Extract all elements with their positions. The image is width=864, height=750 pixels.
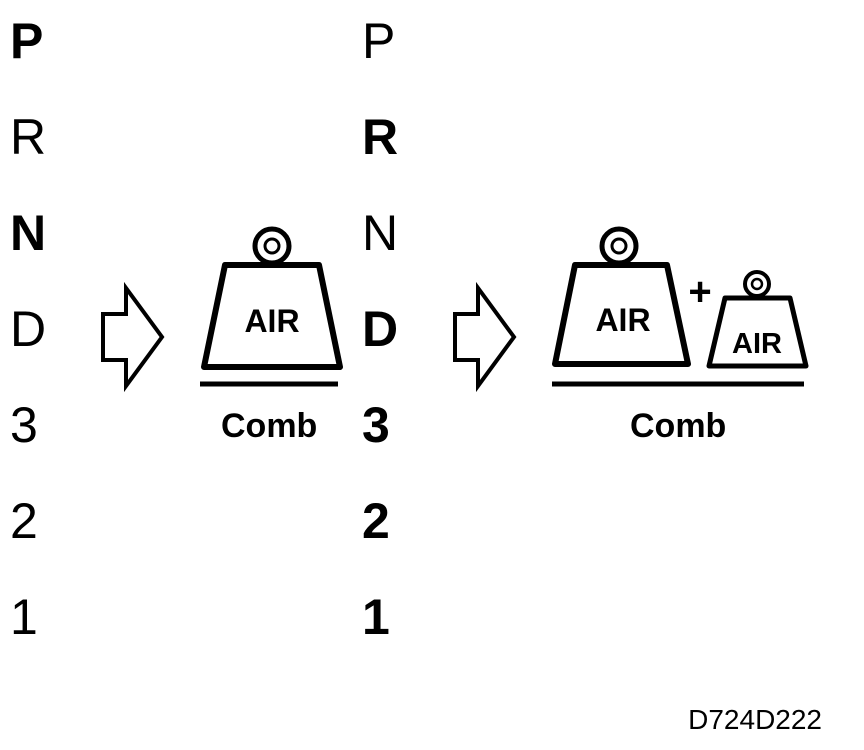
gear-1: 1 (362, 589, 390, 645)
gear-3: 3 (362, 397, 390, 453)
air-weight-small-icon: AIR (706, 270, 809, 369)
gear-2: 2 (362, 493, 390, 549)
right-arrow-icon (453, 281, 517, 393)
gear-1: 1 (10, 589, 38, 645)
gear-r: R (10, 109, 47, 165)
caption: Comb (630, 407, 727, 445)
gear-d: D (362, 301, 399, 357)
gear-n: N (10, 205, 47, 261)
gear-p: P (10, 13, 44, 69)
gear-r: R (362, 109, 399, 165)
air-weight-icon: AIR (552, 226, 691, 367)
weight-label: AIR (244, 303, 299, 339)
air-weight-icon: AIR (201, 226, 343, 370)
gear-n: N (362, 205, 399, 261)
weight-label: AIR (595, 302, 650, 338)
gear-2: 2 (10, 493, 38, 549)
gear-3: 3 (10, 397, 38, 453)
gear-p: P (362, 13, 396, 69)
right-arrow-icon (101, 281, 165, 393)
plus-sign: + (688, 270, 711, 314)
caption: Comb (221, 407, 318, 445)
weight-label: AIR (732, 328, 782, 360)
gear-d: D (10, 301, 47, 357)
figure-code: D724D222 (688, 704, 822, 735)
